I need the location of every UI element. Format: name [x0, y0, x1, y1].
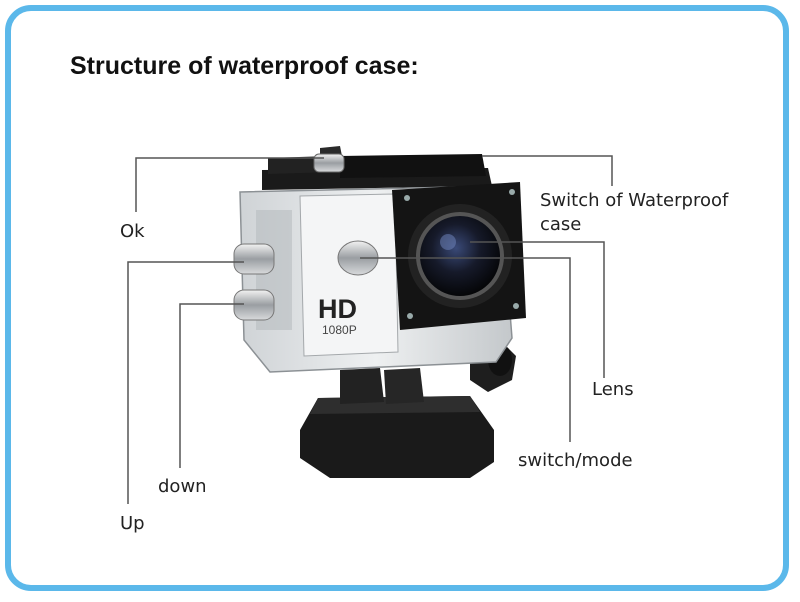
page-title: Structure of waterproof case:	[70, 52, 419, 80]
label-switch-case: Switch of Waterproof case	[540, 190, 729, 235]
lens-housing	[392, 182, 526, 330]
top-ok-button	[313, 153, 345, 173]
rounded-frame	[5, 5, 789, 591]
hd-badge: HD	[318, 294, 357, 324]
switch-mode-leader-line	[360, 257, 571, 442]
mount-base	[300, 340, 516, 478]
hd-sub-badge: 1080P	[322, 323, 357, 337]
switch-case-leader-line	[482, 155, 613, 186]
lens-glass	[420, 216, 500, 296]
label-down: down	[158, 476, 207, 497]
up-button	[233, 243, 275, 275]
up-leader-line	[127, 261, 244, 504]
leader-lines	[127, 155, 613, 504]
down-button	[233, 289, 275, 321]
label-lens: Lens	[592, 379, 634, 400]
ok-leader-line	[135, 157, 324, 212]
lens-leader-line	[470, 241, 605, 378]
label-up: Up	[120, 513, 145, 534]
label-switch-mode: switch/mode	[518, 450, 633, 471]
down-leader-line	[179, 303, 244, 468]
label-ok: Ok	[120, 221, 145, 242]
